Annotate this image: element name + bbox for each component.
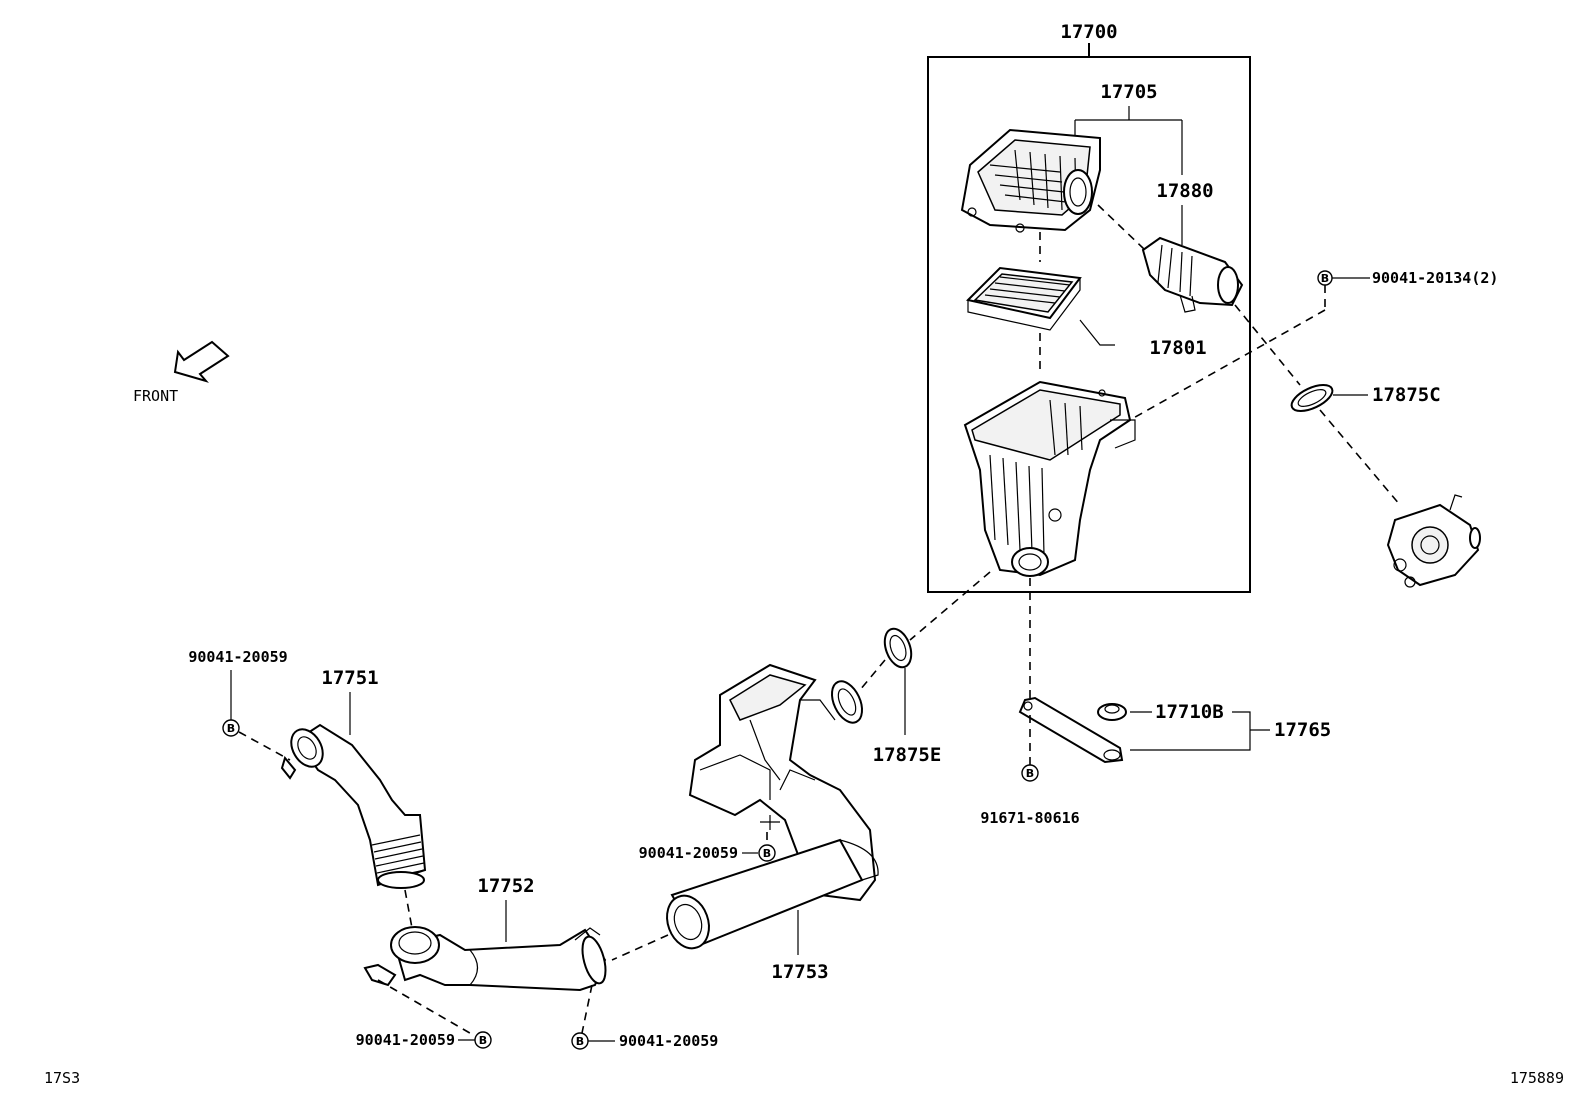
label-17752: 17752	[477, 875, 534, 897]
label-90041-20059-left: 90041-20059	[188, 648, 287, 666]
label-17751: 17751	[321, 667, 378, 689]
page-code: 17S3	[44, 1069, 80, 1087]
hose-clamp-17875e	[883, 627, 913, 669]
front-direction-arrow	[173, 340, 230, 383]
hose-17752	[363, 926, 607, 992]
label-17705: 17705	[1100, 81, 1157, 103]
bolt-symbol: B	[576, 1035, 584, 1048]
label-90041-20059-bottom-right: 90041-20059	[619, 1032, 718, 1050]
air-inlet-resonator	[688, 663, 877, 902]
air-filter-element	[966, 266, 1082, 331]
bracket-17765	[1018, 696, 1124, 764]
bolt-symbol: B	[763, 847, 771, 860]
label-17880: 17880	[1156, 180, 1213, 202]
label-17801: 17801	[1149, 337, 1206, 359]
label-90041-20059-bottom-left: 90041-20059	[356, 1031, 455, 1049]
label-90041-20134: 90041-20134(2)	[1372, 269, 1498, 287]
label-17753: 17753	[771, 961, 828, 983]
air-cleaner-case	[963, 380, 1136, 577]
throttle-body	[1386, 494, 1481, 588]
figure-number: 175889	[1510, 1069, 1564, 1087]
bolt-symbol: B	[227, 722, 235, 735]
air-cleaner-hose-17880	[1141, 236, 1244, 313]
label-17765: 17765	[1274, 719, 1331, 741]
bolt-symbol: B	[1321, 272, 1329, 285]
bolt-symbol: B	[1026, 767, 1034, 780]
grommet-17710b	[1097, 703, 1127, 721]
label-17700: 17700	[1060, 21, 1117, 43]
hose-17751	[280, 723, 427, 889]
front-label: FRONT	[133, 387, 178, 405]
label-91671-80616: 91671-80616	[980, 809, 1079, 827]
hose-clamp-17875c	[1290, 384, 1334, 412]
leader-17705	[1074, 106, 1183, 175]
bolt-symbol: B	[479, 1034, 487, 1047]
label-17710b: 17710B	[1155, 701, 1224, 723]
label-90041-20059-mid: 90041-20059	[639, 844, 738, 862]
air-cleaner-cap	[960, 128, 1101, 233]
label-17875e: 17875E	[873, 744, 942, 766]
intake-pipe-17753	[666, 838, 879, 950]
label-17875c: 17875C	[1372, 384, 1441, 406]
